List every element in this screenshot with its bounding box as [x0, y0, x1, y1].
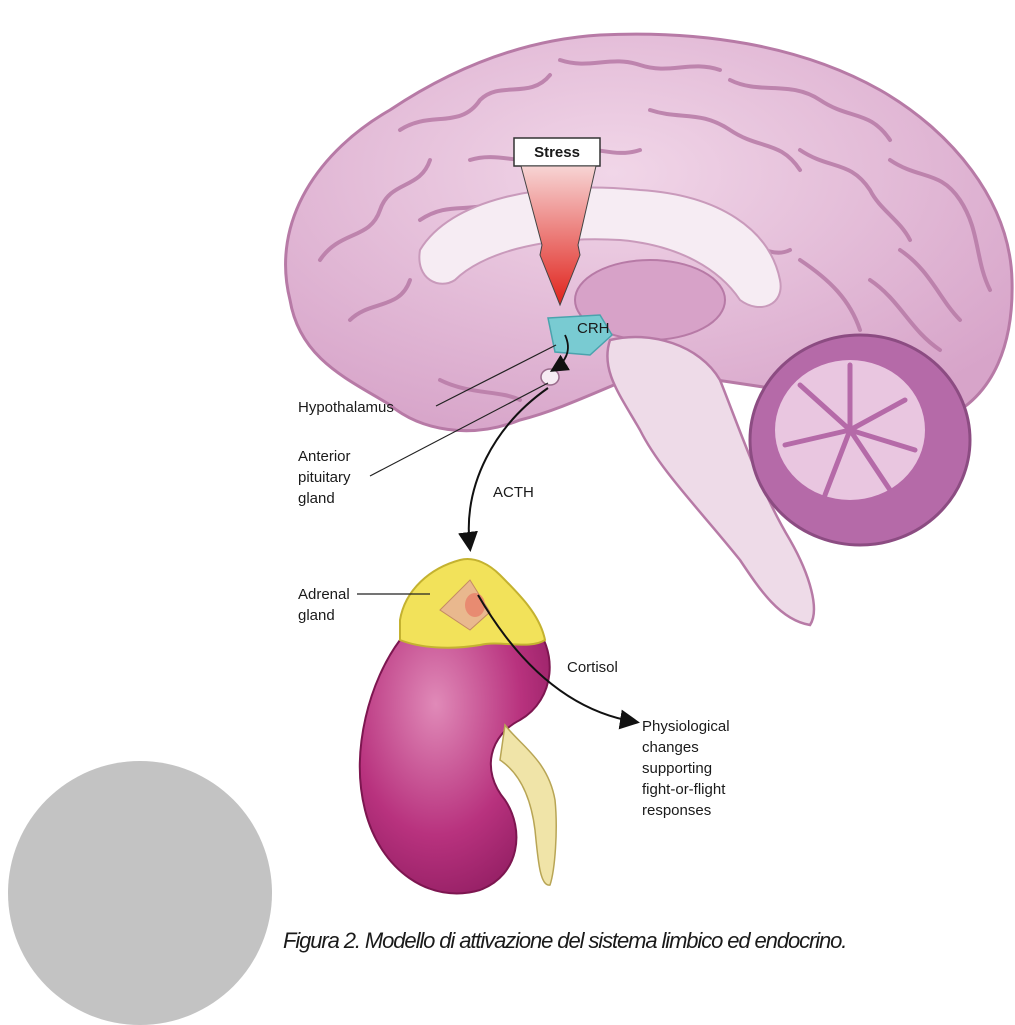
- acth-label: ACTH: [493, 484, 534, 501]
- anterior-pituitary-label-3: gland: [298, 490, 335, 507]
- placeholder-circle: [8, 740, 332, 1025]
- cerebellum: [750, 335, 970, 545]
- physiological-label-3: supporting: [642, 760, 712, 777]
- physiological-label-5: responses: [642, 802, 711, 819]
- physiological-label-2: changes: [642, 739, 699, 756]
- pituitary-gland: [541, 369, 559, 385]
- physiological-label-1: Physiological: [642, 718, 730, 735]
- cortisol-label: Cortisol: [567, 659, 618, 676]
- physiological-label-4: fight-or-flight: [642, 781, 726, 798]
- crh-label: CRH: [577, 320, 610, 337]
- adrenal-medulla: [465, 593, 485, 617]
- adrenal-label-2: gland: [298, 607, 335, 624]
- anterior-pituitary-label-1: Anterior: [298, 448, 351, 465]
- stress-label: Stress: [534, 144, 580, 161]
- adrenal-label-1: Adrenal: [298, 586, 350, 603]
- anterior-pituitary-label-2: pituitary: [298, 469, 351, 486]
- figure-caption: Figura 2. Modello di attivazione del sis…: [283, 928, 846, 954]
- hypothalamus-label: Hypothalamus: [298, 399, 394, 416]
